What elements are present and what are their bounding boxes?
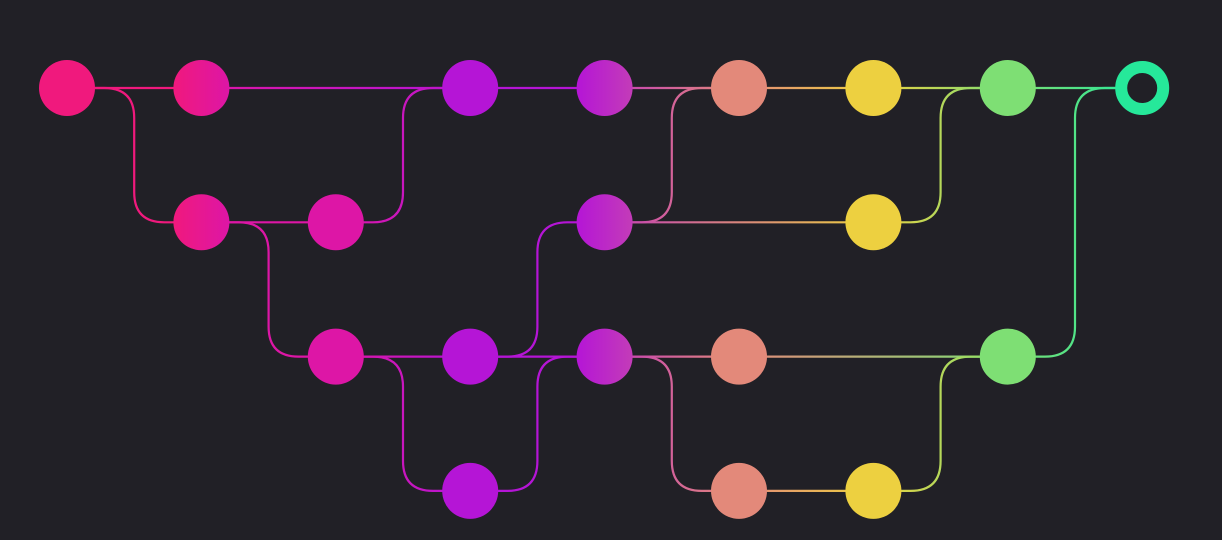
- commit-node-c15: [711, 328, 767, 385]
- commit-node-c1: [39, 60, 95, 116]
- commit-node-c7: [979, 60, 1036, 116]
- commit-node-c9: [307, 194, 364, 251]
- branch-line-c12-to-c17: [334, 355, 472, 492]
- commit-node-c19: [845, 462, 902, 519]
- commit-node-c18: [711, 462, 767, 519]
- commit-node-c13: [442, 328, 499, 385]
- commit-node-c17: [442, 462, 499, 519]
- commit-node-c3: [442, 60, 499, 116]
- commit-node-c12: [307, 328, 364, 385]
- branch-line-c9-to-c3: [334, 86, 472, 224]
- branch-line-c11-to-c7: [872, 86, 1009, 224]
- branch-line-c19-to-c16: [872, 355, 1009, 492]
- branch-line-c17-to-c14: [469, 355, 606, 492]
- commit-node-c10: [576, 194, 633, 251]
- commit-node-c2: [173, 60, 230, 116]
- commit-node-c4: [576, 60, 633, 116]
- branch-line-c16-to-head: [1006, 86, 1144, 358]
- commit-node-c5: [711, 60, 767, 116]
- commit-node-c11: [845, 194, 902, 251]
- commit-node-c16: [979, 328, 1036, 385]
- commit-node-c8: [173, 194, 230, 251]
- branch-line-c8-to-c12: [200, 221, 337, 358]
- commit-nodes: [39, 60, 1170, 519]
- commit-node-c14: [576, 328, 633, 385]
- commit-node-c6: [845, 60, 902, 116]
- branch-line-c1-to-c8: [65, 86, 203, 224]
- branch-line-c10-to-c5: [603, 86, 741, 224]
- head-commit-ring: [1115, 61, 1170, 115]
- branch-line-c14-to-c18: [603, 355, 741, 492]
- branch-line-c13-to-c10: [469, 221, 606, 358]
